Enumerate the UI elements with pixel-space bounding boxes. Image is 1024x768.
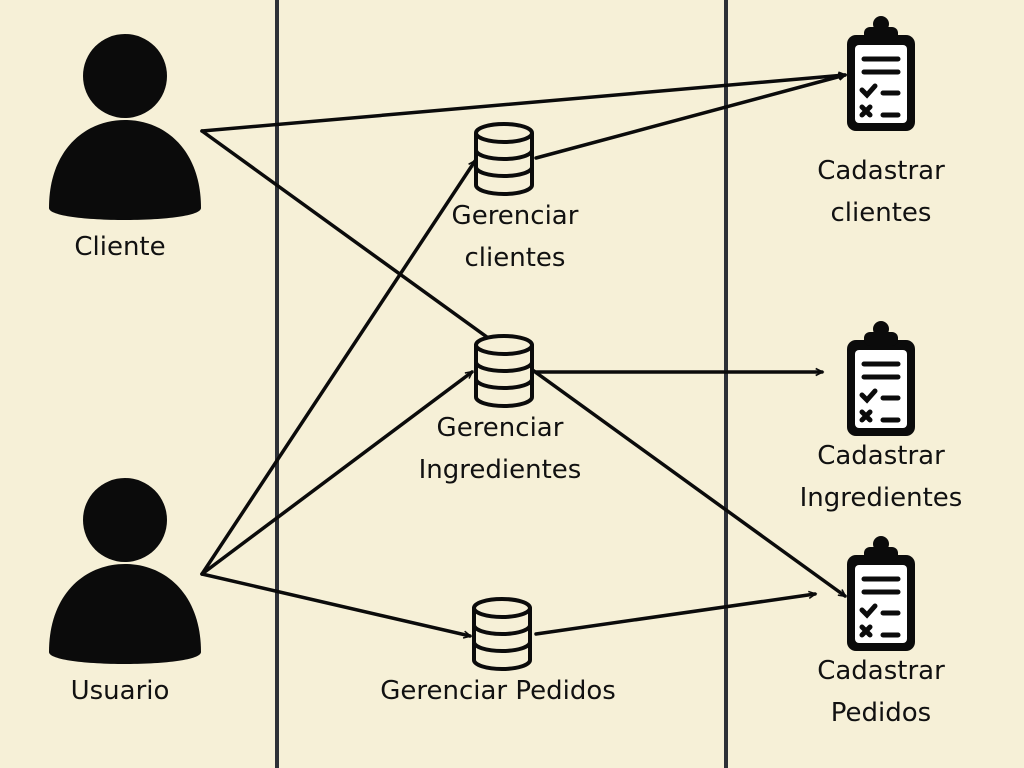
arrow-usuario-to-gerenciar-ingredientes <box>200 370 474 576</box>
process-label-gerenciar-pedidos: Gerenciar Pedidos <box>380 676 616 706</box>
process-label-gerenciar-clientes: Gerenciar clientes <box>451 201 579 273</box>
output-label-cadastrar-pedidos: Cadastrar Pedidos <box>817 656 945 728</box>
arrow-cliente-to-cadastrar-clientes <box>200 71 848 133</box>
person-icon <box>49 34 201 220</box>
actor-label-usuario: Usuario <box>70 676 170 706</box>
database-icon <box>474 334 534 408</box>
arrow-usuario-to-gerenciar-clientes <box>200 158 477 576</box>
output-label-cadastrar-clientes: Cadastrar clientes <box>817 156 945 228</box>
clipboard-checklist-icon <box>847 321 915 436</box>
clipboard-checklist-icon <box>847 536 915 651</box>
clipboard-checklist-icon <box>847 16 915 131</box>
output-label-cadastrar-ingredientes: Cadastrar Ingredientes <box>799 441 963 513</box>
actor-label-cliente: Cliente <box>74 232 166 262</box>
arrow-gerenciar-clientes-to-cadastrar-clientes <box>534 72 848 160</box>
person-icon <box>49 478 201 664</box>
arrow-usuario-to-gerenciar-pedidos <box>200 572 473 639</box>
process-label-gerenciar-ingredientes: Gerenciar Ingredientes <box>418 413 582 485</box>
database-icon <box>474 122 534 196</box>
database-icon <box>472 597 532 671</box>
connection-arrows <box>200 71 848 639</box>
arrow-gerenciar-pedidos-to-cadastrar-pedidos <box>534 590 818 636</box>
